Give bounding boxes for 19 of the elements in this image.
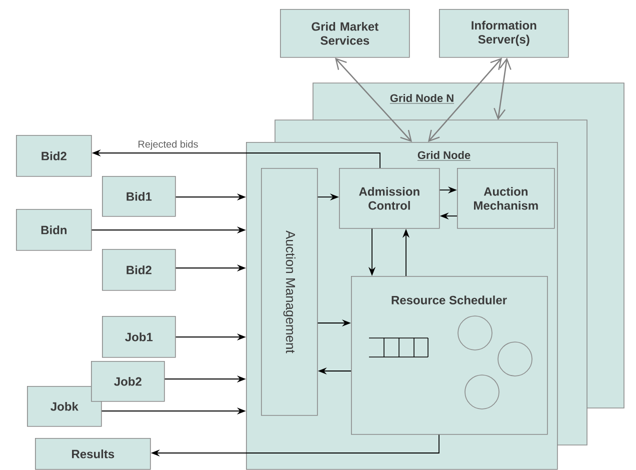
request-box: Bid1 <box>102 176 176 217</box>
edge-label: Rejected bids <box>136 139 200 151</box>
scheduler-box: Resource Scheduler <box>351 276 548 435</box>
result-box: Results <box>35 438 151 470</box>
request-box: Job2 <box>91 361 165 402</box>
component-box: Auction Mechanism <box>457 168 555 229</box>
arrow <box>494 58 512 120</box>
server-box: Information Server(s) <box>439 9 569 58</box>
component-box: Auction Management <box>261 168 318 416</box>
request-box: Bidn <box>16 208 92 251</box>
component-box: Admission Control <box>339 168 440 229</box>
request-box: Bid2 <box>16 135 92 177</box>
panel-title: Grid Node N <box>390 94 454 104</box>
arrow <box>335 58 412 142</box>
request-box: Bid2 <box>102 248 176 291</box>
arrow <box>428 58 502 142</box>
request-box: Job1 <box>102 316 176 358</box>
request-box: Jobk <box>27 386 102 427</box>
service-box: Grid Market Services <box>280 9 410 58</box>
